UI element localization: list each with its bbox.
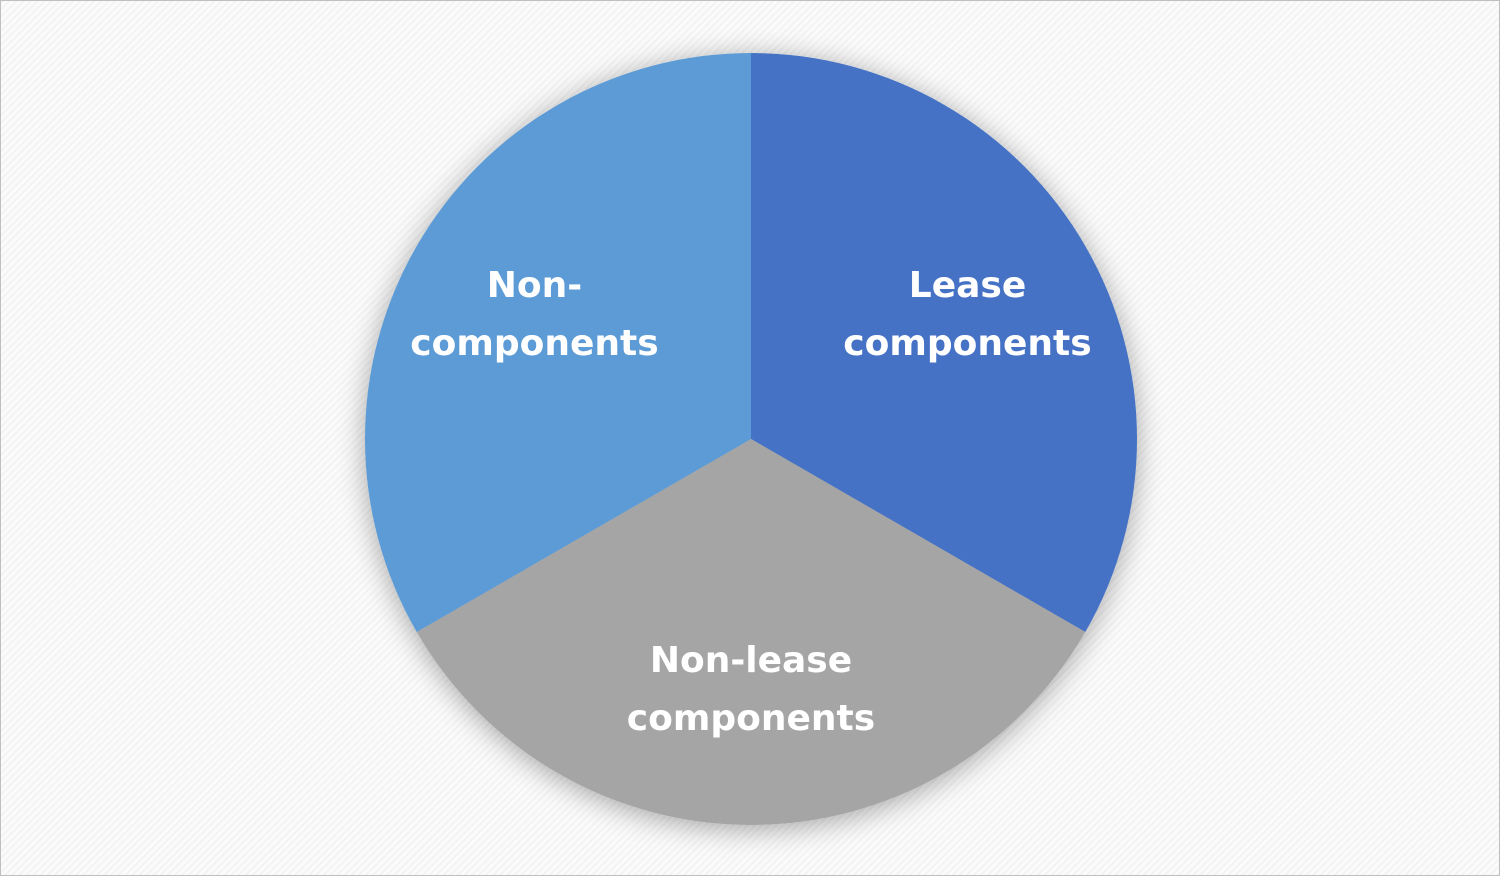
slice-label-line: Non-lease bbox=[650, 640, 852, 681]
slice-label-line: Lease bbox=[909, 265, 1027, 306]
slice-label-non-lease-components: Non-lease components bbox=[627, 640, 875, 739]
slice-label-lease-components: Lease components bbox=[843, 265, 1091, 364]
pie-slice-non-lease-components bbox=[416, 439, 1086, 825]
pie-slice-lease-components bbox=[751, 53, 1137, 632]
slice-label-line: components bbox=[627, 698, 875, 739]
slice-label-non-components: Non-components bbox=[410, 265, 658, 364]
slice-label-line: components bbox=[843, 323, 1091, 364]
pie-slice-non-components bbox=[364, 53, 751, 632]
slice-label-line: Non- bbox=[487, 265, 582, 306]
slice-label-line: components bbox=[410, 323, 658, 364]
pie-slices bbox=[364, 53, 1137, 825]
